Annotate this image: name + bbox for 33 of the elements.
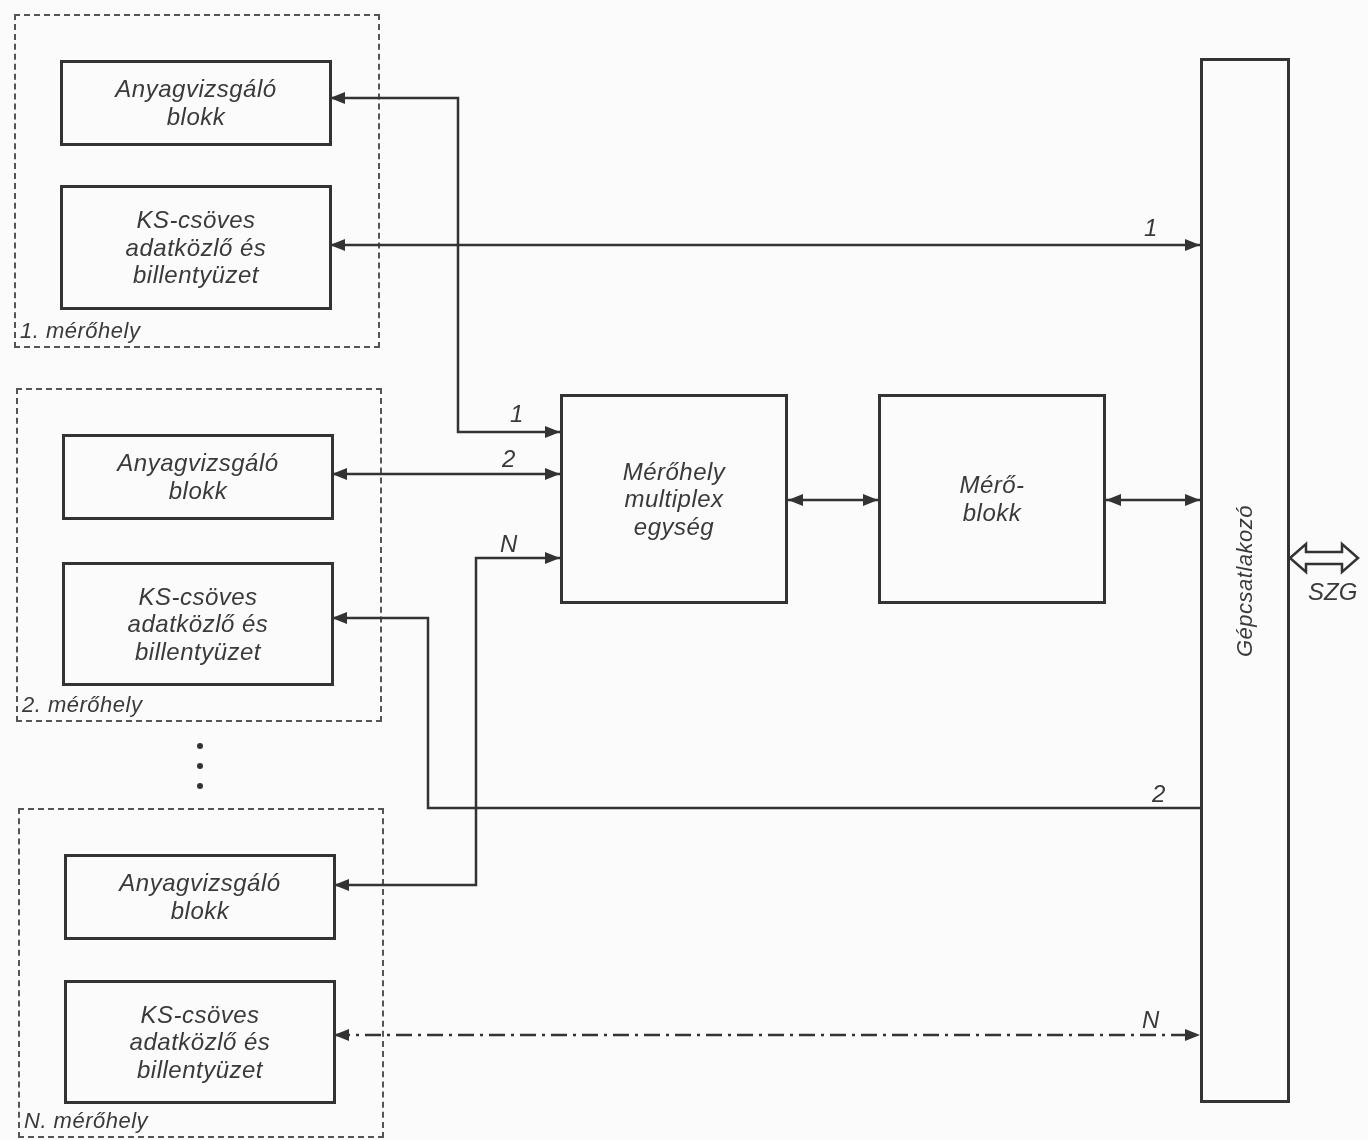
block-box (64, 854, 336, 940)
connector-bar (1200, 58, 1290, 1103)
connector-arrow (334, 552, 560, 891)
block-box (64, 980, 336, 1104)
block-box (878, 394, 1106, 604)
block-label: Anyagvizsgáló blokk (117, 869, 282, 925)
block-label: Mérő-blokk (958, 471, 1026, 527)
connector-arrow (332, 612, 1200, 810)
connector-arrow (788, 494, 878, 506)
double-arrow (1288, 541, 1360, 575)
block-box (62, 434, 334, 520)
block-label: KS-csöves adatközlő és billentyüzet (126, 582, 270, 666)
block-box (62, 562, 334, 686)
group-label: 2. mérőhely (21, 692, 143, 719)
connector-arrow (330, 239, 1200, 251)
block-box (60, 185, 332, 310)
block-label: KS-csöves adatközlő és billentyüzet (124, 206, 268, 289)
connector-arrow (334, 1029, 1200, 1041)
connector-arrow (1106, 494, 1200, 506)
station-group-frame (16, 388, 382, 722)
block-box (560, 394, 788, 604)
station-group-frame (14, 14, 380, 348)
station-group-frame (18, 808, 384, 1138)
group-label: 1. mérőhely (19, 318, 141, 345)
block-label: Gépcsatlakozó (1232, 504, 1258, 657)
group-label: N. mérőhely (23, 1108, 149, 1135)
connector-arrow (332, 468, 560, 480)
block-label: Anyagvizsgáló blokk (115, 449, 280, 505)
block-label: Anyagvizsgáló blokk (113, 75, 278, 131)
block-box (60, 60, 332, 146)
block-label: KS-csöves adatközlő és billentyüzet (128, 1000, 272, 1084)
connector-arrow (330, 92, 560, 438)
block-label: Mérőhely multiplex egység (621, 457, 727, 541)
